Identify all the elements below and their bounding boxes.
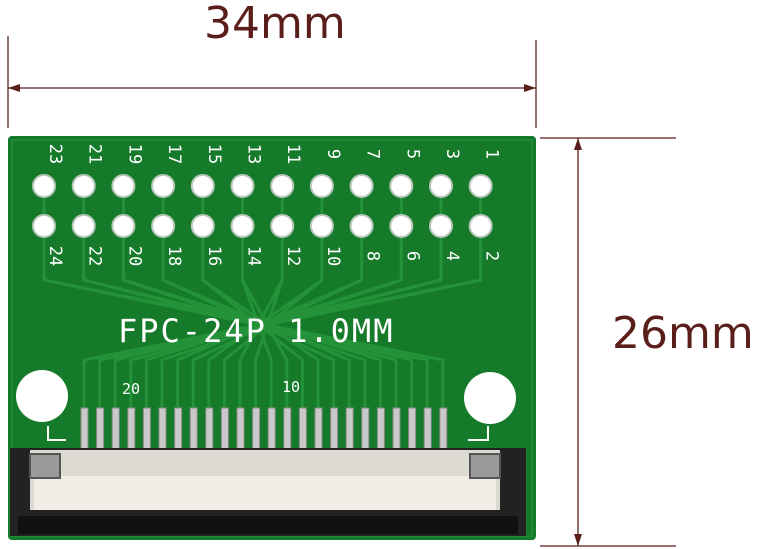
pin-label-top: 11 [283,144,303,164]
pin-label-top: 23 [45,144,65,164]
pin-label-top: 7 [363,149,383,159]
connector-contact [361,407,370,451]
connector-contact [298,407,307,451]
connector-contact [252,407,261,451]
top-pin-labels: 23 21 19 17 15 13 11 9 7 5 3 1 [45,144,502,164]
fpc-connector [10,407,526,536]
pad-top [270,174,295,198]
connector-contacts [80,407,448,451]
pin-label-bottom: 2 [482,251,502,261]
pad-bottom [468,214,493,238]
connector-contact [283,407,292,451]
pad-bottom [230,214,255,238]
pad-bottom [32,214,56,238]
pin-label-bottom: 12 [283,246,303,266]
pin-label-bottom: 16 [204,246,224,266]
connector-contact [314,407,323,451]
connector-contact [111,407,120,451]
silkscreen-label: FPC-24P 1.0MM [118,312,394,350]
connector-mark-10: 10 [282,378,300,396]
pad-top [389,174,414,198]
bottom-pin-labels: 24 22 20 18 16 14 12 10 8 6 4 2 [45,246,502,266]
connector-contact [439,407,448,451]
pin-label-bottom: 10 [323,246,343,266]
connector-contact [345,407,354,451]
pcb-traces [42,186,483,410]
width-dimension-label: 34mm [204,0,346,49]
pin-label-top: 21 [85,144,105,164]
pad-top [151,174,176,198]
pin-label-top: 17 [164,144,184,164]
pad-bottom [349,214,374,238]
connector-contact [408,407,417,451]
height-dimension-line [540,137,676,547]
width-dimension-line [7,36,537,128]
mounting-hole-right [464,372,516,424]
connector-mark-20: 20 [122,380,140,398]
pad-top [190,174,215,198]
pin-label-top: 15 [204,144,224,164]
pad-bottom [429,214,453,238]
pad-bottom [111,214,136,238]
pad-array [32,174,493,238]
pin-label-bottom: 22 [85,246,105,266]
pad-bottom [151,214,176,238]
pad-bottom [309,214,334,238]
pad-top [429,174,453,198]
pin-label-bottom: 4 [442,251,462,261]
connector-contact [423,407,432,451]
pad-top [71,174,96,198]
pin-label-bottom: 24 [45,246,65,266]
pad-bottom [71,214,96,238]
connector-contact [205,407,214,451]
pin-label-bottom: 8 [363,251,383,261]
pin-label-bottom: 20 [124,246,144,266]
pin-label-top: 3 [442,149,462,159]
connector-contact [127,407,136,451]
pad-top [111,174,136,198]
pin-label-top: 19 [124,144,144,164]
connector-contact [158,407,167,451]
pin-label-bottom: 14 [244,246,264,266]
pad-top [32,174,56,198]
connector-contact [267,407,276,451]
pin-label-top: 13 [244,144,264,164]
pad-top [230,174,255,198]
connector-contact [80,407,89,451]
connector-contact [330,407,339,451]
connector-contact [376,407,385,451]
mounting-hole-left [16,370,68,422]
connector-contact [174,407,183,451]
pin-label-bottom: 6 [402,251,422,261]
pin-label-top: 5 [402,149,422,159]
pad-top [349,174,374,198]
connector-contact [220,407,229,451]
pin-label-top: 9 [323,149,343,159]
pin-label-bottom: 18 [164,246,184,266]
pad-bottom [270,214,295,238]
pad-top [468,174,493,198]
connector-contact [189,407,198,451]
height-dimension-label: 26mm [612,308,754,359]
connector-contact [392,407,401,451]
connector-contact [142,407,151,451]
pin-label-top: 1 [482,149,502,159]
pad-bottom [190,214,215,238]
connector-contact [236,407,245,451]
pad-top [309,174,334,198]
pad-bottom [389,214,414,238]
connector-contact [96,407,105,451]
